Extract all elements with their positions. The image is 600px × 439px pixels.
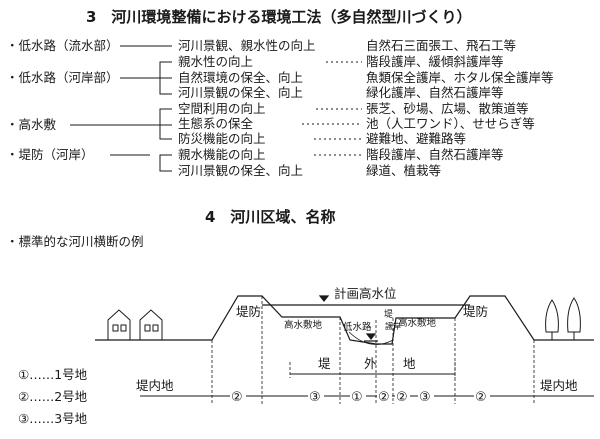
outside-levee-char: 堤 — [318, 356, 331, 371]
category-high-water-bed: ・高水敷 — [6, 117, 57, 132]
legend-symbol: ② — [18, 389, 30, 404]
goal-item: 空間利用の向上 — [178, 101, 266, 116]
zone-marker: ② — [378, 390, 390, 405]
category-low-water-channel: ・低水路（流水部） — [6, 38, 119, 53]
inland-left-label: 堤内地 — [136, 378, 174, 393]
house-icon — [107, 309, 131, 341]
legend-text: 1号地 — [54, 367, 88, 382]
method-item: 魚類保全護岸、ホタル保全護岸等 — [366, 70, 554, 85]
high-water-bed-right-label: 高水敷地 — [398, 317, 437, 329]
legend-item: ②……2号地 — [18, 389, 88, 404]
method-item: 自然石三面張工、飛石工等 — [366, 38, 517, 53]
goal-item: 防災機能の向上 — [178, 131, 266, 146]
legend-symbol: ③ — [18, 411, 30, 426]
tree-icon — [567, 297, 581, 340]
section-3-title: 3 河川環境整備における環境工法（多自然型川づくり） — [86, 8, 472, 26]
zone-marker: ② — [396, 390, 408, 405]
goal-item: 自然環境の保全、向上 — [178, 70, 304, 85]
method-item: 池（人工ワンド）、せせらぎ等 — [366, 116, 535, 131]
goal-item: 河川景観の保全、向上 — [178, 163, 304, 178]
method-item: 階段護岸、自然石護岸等 — [366, 147, 504, 162]
tree-icon — [545, 299, 559, 340]
water-level-label: 計画高水位 — [334, 286, 397, 301]
method-item: 避難地、避難路等 — [366, 131, 467, 146]
goal-item: 親水機能の向上 — [178, 147, 266, 162]
category-levee: ・堤防（河岸） — [6, 147, 94, 162]
goal-item: 親水性の向上 — [178, 54, 254, 69]
zone-marker: ③ — [419, 390, 431, 405]
zone-marker: ② — [231, 390, 243, 405]
legend-text: 2号地 — [54, 389, 88, 404]
legend-item: ③……3号地 — [18, 411, 88, 426]
method-item: 階段護岸、緩傾斜護岸等 — [366, 54, 504, 69]
connector-lines — [70, 45, 362, 172]
diagram-subtitle: ・標準的な河川横断の例 — [6, 234, 144, 249]
bank-label-top: 堤 — [384, 309, 393, 320]
water-level-marker — [318, 295, 330, 302]
inland-right-label: 堤内地 — [540, 378, 578, 393]
section-4-title: 4 河川区域、名称 — [205, 208, 336, 226]
house-icon — [139, 309, 163, 341]
zone-dividers — [211, 296, 535, 404]
method-item: 張芝、砂場、広場、散策道等 — [366, 101, 529, 116]
ground-profile — [95, 295, 594, 345]
high-water-bed-left-label: 高水敷地 — [284, 319, 323, 331]
zone-marker: ② — [475, 390, 487, 405]
method-item: 緑化護岸、自然石護岸等 — [366, 85, 504, 100]
goal-item: 河川景観、親水性の向上 — [178, 38, 316, 53]
zone-marker: ③ — [309, 390, 321, 405]
zone-marker: ① — [351, 390, 363, 405]
low-water-channel-label: 低水路 — [343, 321, 372, 333]
method-item: 緑道、植栽等 — [366, 163, 442, 178]
revetment-label: 護岸 — [385, 321, 401, 331]
goal-item: 河川景観の保全、向上 — [178, 85, 304, 100]
legend-symbol: ① — [18, 367, 30, 382]
legend-item: ①……1号地 — [18, 367, 88, 382]
legend-text: 3号地 — [54, 411, 88, 426]
outside-levee-char: 地 — [403, 356, 416, 371]
category-low-water-bank: ・低水路（河岸部） — [6, 70, 119, 85]
levee-left-label: 堤防 — [236, 304, 261, 319]
goal-item: 生態系の保全 — [178, 116, 254, 131]
levee-right-label: 堤防 — [463, 304, 488, 319]
outside-levee-char: 外 — [364, 356, 377, 371]
